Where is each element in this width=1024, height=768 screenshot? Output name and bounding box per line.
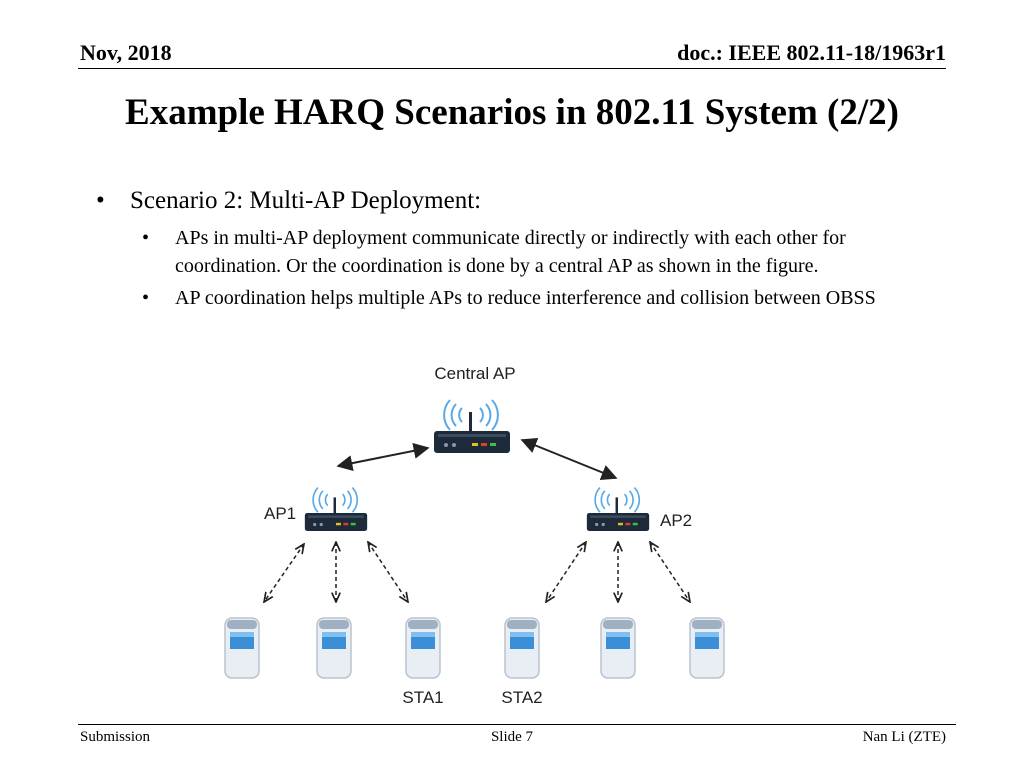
multi-ap-diagram: Central AP AP1 AP2 STA1 STA2	[224, 364, 725, 707]
header-doc-id: doc.: IEEE 802.11-18/1963r1	[677, 40, 946, 65]
sta-phone-icon	[600, 617, 636, 679]
header-date: Nov, 2018	[80, 40, 172, 65]
sub-bullet-dot: •	[142, 287, 150, 309]
link-ap1-sta1	[368, 542, 408, 602]
slide-title: Example HARQ Scenarios in 802.11 System …	[125, 92, 899, 133]
header-rule	[78, 68, 946, 69]
bullet-scenario: Scenario 2: Multi-AP Deployment:	[130, 187, 482, 214]
label-central-ap: Central AP	[434, 364, 515, 383]
footer-slide-number: Slide 7	[490, 729, 534, 745]
footer-rule	[78, 724, 956, 725]
bullet-dot: •	[96, 187, 105, 214]
link-ap2-sta2	[546, 542, 586, 602]
label-sta2: STA2	[501, 688, 542, 707]
ap1-router-icon	[304, 486, 368, 532]
sub-bullet-text: APs in multi-AP deployment communicate d…	[175, 227, 846, 277]
label-ap1: AP1	[264, 504, 296, 523]
sta2-phone-icon	[504, 617, 540, 679]
link-central-ap2	[520, 437, 618, 481]
sub-bullet-text: AP coordination helps multiple APs to re…	[175, 287, 876, 309]
link-ap2-sta-f	[650, 542, 690, 602]
sta-phone-icon	[316, 617, 352, 679]
sta1-phone-icon	[405, 617, 441, 679]
sta-phone-icon	[689, 617, 725, 679]
link-ap1-sta-a	[264, 544, 304, 602]
sta-phone-icon	[224, 617, 260, 679]
central-ap-router-icon	[433, 399, 511, 454]
footer-submission: Submission	[80, 729, 151, 745]
ap2-router-icon	[586, 486, 650, 532]
sub-bullet-dot: •	[142, 227, 150, 249]
label-sta1: STA1	[402, 688, 443, 707]
footer-author: Nan Li (ZTE)	[862, 729, 946, 745]
label-ap2: AP2	[660, 511, 692, 530]
link-central-ap1	[336, 442, 430, 472]
